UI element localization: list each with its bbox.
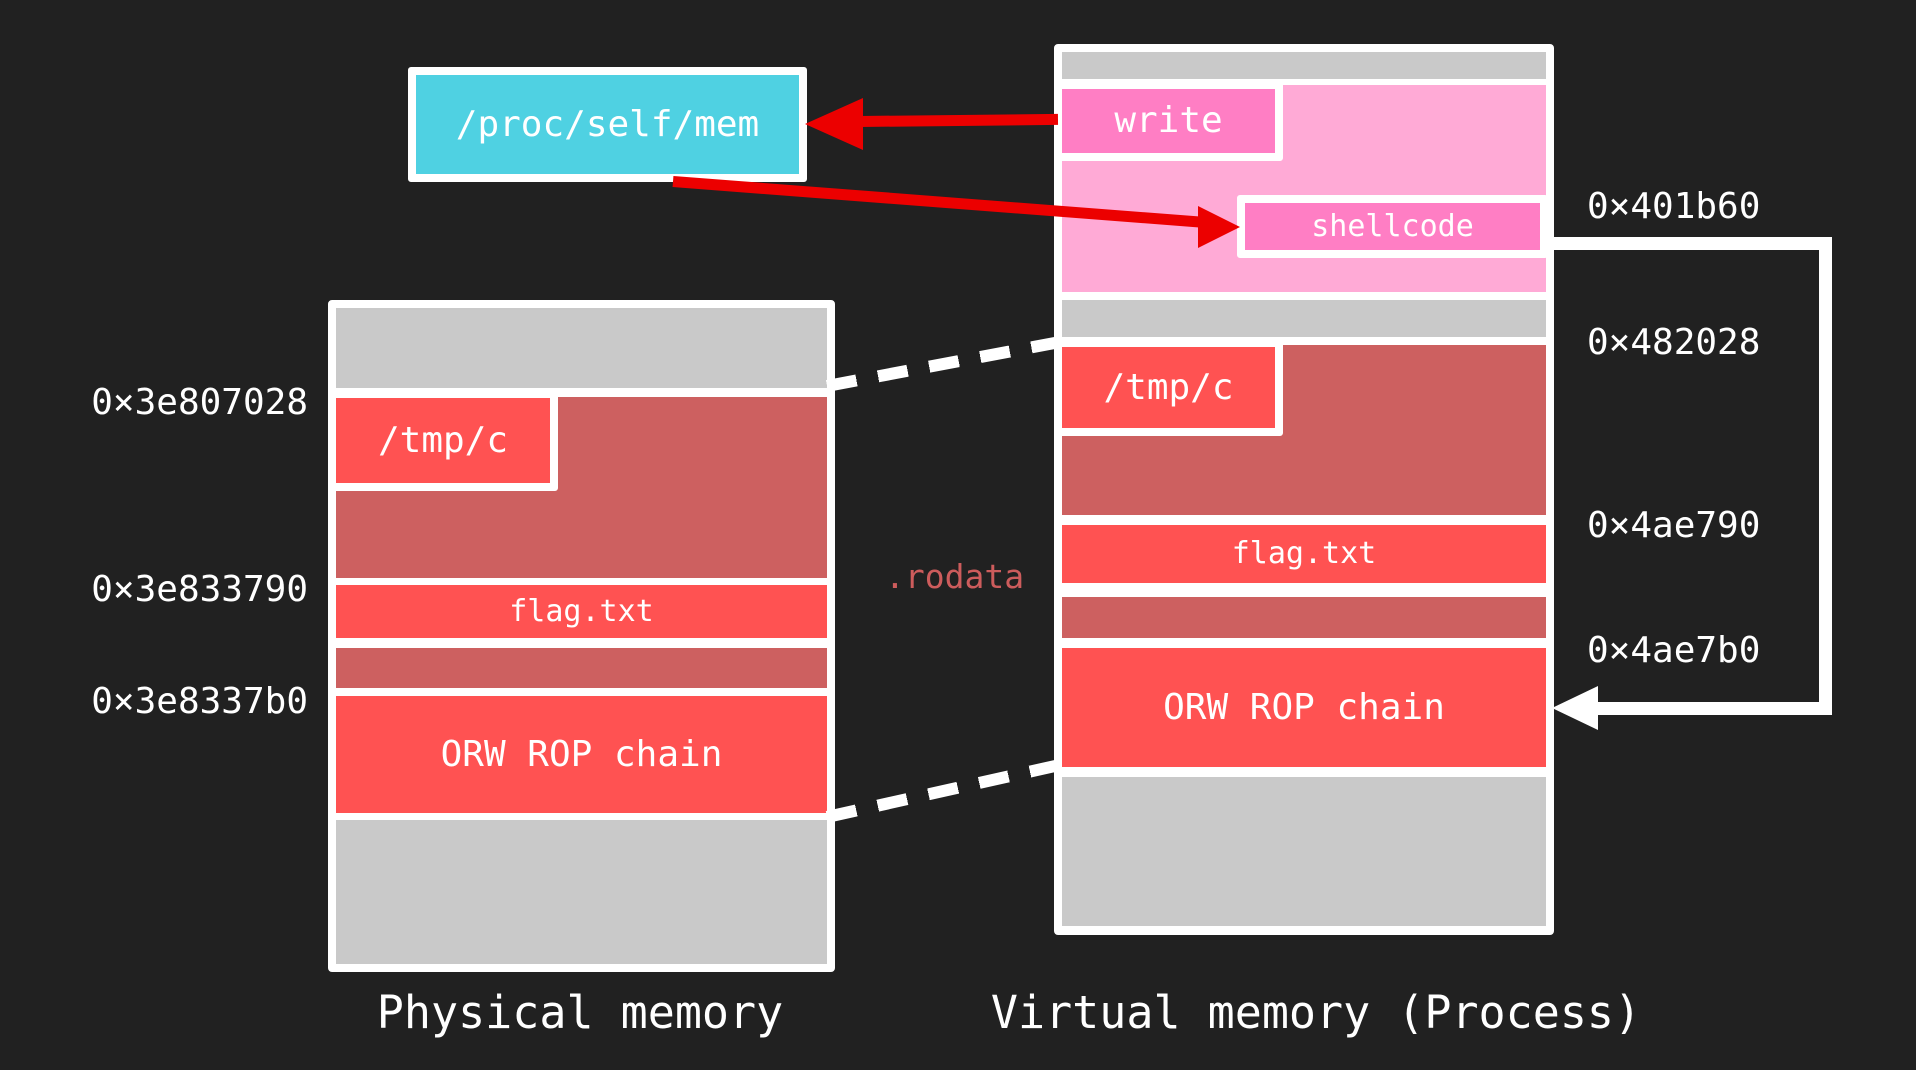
physical-tmp-label: /tmp/c [377, 419, 509, 461]
virtual-shellcode-label: shellcode [1311, 208, 1474, 244]
rodata-text: .rodata [885, 557, 1025, 596]
white-arrowhead-left-icon [1552, 686, 1598, 730]
virtual-flag-label: flag.txt [1231, 536, 1377, 571]
virtual-addr-orw: 0×4ae7b0 [1587, 629, 1761, 671]
virtual-shellcode-box: shellcode [1237, 195, 1548, 258]
rodata-annotation: .rodata [885, 560, 1024, 593]
virtual-flag-block: flag.txt [1062, 525, 1546, 583]
white-path-bottom-segment [1596, 702, 1832, 715]
red-arrow-write-to-procmem-shaft [859, 113, 1059, 127]
virtual-addr-orw-text: 0×4ae7b0 [1587, 629, 1761, 671]
physical-tmp-box: /tmp/c [328, 390, 558, 491]
virtual-addr-shellcode-text: 0×401b60 [1587, 185, 1761, 227]
virtual-gap-gray [1062, 300, 1546, 337]
virtual-addr-flag-text: 0×4ae790 [1587, 504, 1761, 546]
virtual-orw-label: ORW ROP chain [1163, 686, 1445, 728]
virtual-tmp-box: /tmp/c [1054, 339, 1283, 436]
mapping-dashed-line-bottom [825, 760, 1057, 823]
virtual-addr-tmp-region-text: 0×482028 [1587, 321, 1761, 363]
virtual-memory-caption-text: Virtual memory (Process) [990, 986, 1642, 1039]
virtual-memory-box: flag.txt ORW ROP chain write shellcode /… [1054, 44, 1554, 935]
physical-memory-caption-text: Physical memory [376, 986, 784, 1039]
white-path-top-segment [1552, 237, 1832, 250]
proc-self-mem-box: /proc/self/mem [408, 67, 807, 182]
physical-flag-block: flag.txt [336, 585, 827, 638]
mapping-dashed-line-top [825, 336, 1058, 392]
virtual-gap-strip [1062, 597, 1546, 638]
physical-addr-orw-text: 0×3e8337b0 [91, 680, 308, 722]
physical-orw-block: ORW ROP chain [336, 696, 827, 813]
red-arrowhead-right-icon [1198, 206, 1240, 248]
physical-unmapped-top [336, 308, 827, 388]
physical-unmapped-bottom [336, 820, 827, 964]
physical-addr-flag: 0×3e833790 [48, 568, 308, 610]
physical-flag-label: flag.txt [509, 593, 654, 629]
virtual-addr-shellcode: 0×401b60 [1587, 185, 1761, 227]
physical-addr-flag-text: 0×3e833790 [91, 568, 308, 610]
physical-addr-orw: 0×3e8337b0 [48, 680, 308, 722]
virtual-unmapped-top [1062, 52, 1546, 79]
virtual-write-box: write [1054, 81, 1283, 161]
physical-memory-box: flag.txt ORW ROP chain /tmp/c [328, 300, 835, 972]
virtual-write-label: write [1114, 100, 1223, 141]
white-path-right-segment [1819, 237, 1832, 715]
physical-orw-label: ORW ROP chain [440, 733, 723, 775]
physical-addr-tmp-region: 0×3e807028 [48, 381, 308, 423]
physical-addr-tmp-region-text: 0×3e807028 [91, 381, 308, 423]
virtual-memory-caption: Virtual memory (Process) [991, 990, 1641, 1035]
proc-self-mem-label: /proc/self/mem [455, 104, 760, 145]
physical-gap-strip [336, 648, 827, 688]
red-arrowhead-left-icon [805, 98, 863, 150]
virtual-tmp-label: /tmp/c [1103, 366, 1234, 408]
virtual-addr-flag: 0×4ae790 [1587, 504, 1761, 546]
virtual-orw-block: ORW ROP chain [1062, 648, 1546, 767]
virtual-unmapped-bottom [1062, 777, 1546, 926]
virtual-addr-tmp-region: 0×482028 [1587, 321, 1761, 363]
physical-memory-caption: Physical memory [377, 990, 783, 1035]
